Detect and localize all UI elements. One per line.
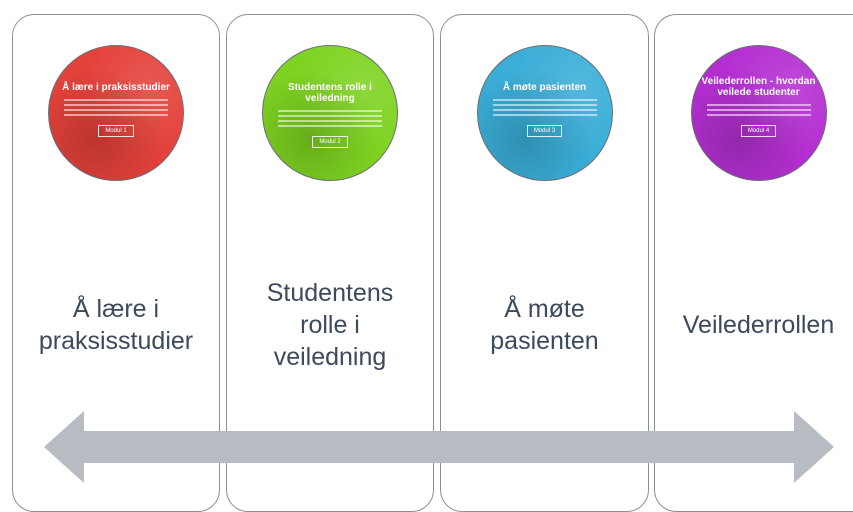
thumbnail-module-button[interactable]: Modul 4 <box>740 125 777 137</box>
thumbnail-title: Studentens rolle i veiledning <box>288 82 372 104</box>
thumbnail-title: Veilederrollen - hvordan veilede student… <box>701 76 816 98</box>
module-thumbnail-2[interactable]: Studentens rolle i veiledning Modul 2 <box>262 45 398 181</box>
module-label-1: Å lære i praksisstudier <box>13 293 219 357</box>
module-card-1: Å lære i praksisstudier Modul 1 Å lære i… <box>12 14 220 512</box>
label-line: Å møte <box>504 295 585 323</box>
thumbnail-shade <box>477 46 612 180</box>
module-thumbnail-4[interactable]: Veilederrollen - hvordan veilede student… <box>690 45 827 181</box>
thumbnail-title: Å lære i praksisstudier <box>62 82 170 93</box>
thumbnail-module-button[interactable]: Modul 3 <box>526 125 563 137</box>
thumbnail-module-button[interactable]: Modul 1 <box>98 125 134 137</box>
module-thumbnail-3[interactable]: Å møte pasienten Modul 3 <box>476 45 613 181</box>
label-line: praksisstudier <box>38 327 194 355</box>
label-line: veiledning <box>273 343 387 371</box>
module-thumbnail-1[interactable]: Å lære i praksisstudier Modul 1 <box>48 45 184 181</box>
thumbnail-text-lines <box>278 110 382 127</box>
thumbnail-shade <box>263 46 397 180</box>
thumbnail-shade <box>49 46 183 180</box>
label-line: rolle i <box>300 311 360 339</box>
module-card-4: Veilederrollen - hvordan veilede student… <box>654 14 853 512</box>
label-line: Veilederrollen <box>682 311 835 339</box>
thumbnail-text-lines <box>706 104 811 116</box>
module-card-2: Studentens rolle i veiledning Modul 2 St… <box>226 14 434 512</box>
double-arrow-shape <box>44 411 834 483</box>
thumbnail-title: Å møte pasienten <box>502 82 587 93</box>
label-line: pasienten <box>490 327 599 355</box>
label-line: Å lære i <box>72 295 160 323</box>
label-line: Studentens <box>266 279 394 307</box>
thumbnail-text-lines <box>64 99 168 116</box>
module-label-2: Studentens rolle i veiledning <box>227 277 433 373</box>
module-card-3: Å møte pasienten Modul 3 Å møte pasiente… <box>440 14 649 512</box>
thumbnail-text-lines <box>492 99 597 116</box>
thumbnail-module-button[interactable]: Modul 2 <box>312 136 348 148</box>
module-label-4: Veilederrollen <box>655 309 853 341</box>
module-label-3: Å møte pasienten <box>441 293 648 357</box>
double-arrow-icon <box>44 411 834 483</box>
thumbnail-shade <box>691 46 826 180</box>
